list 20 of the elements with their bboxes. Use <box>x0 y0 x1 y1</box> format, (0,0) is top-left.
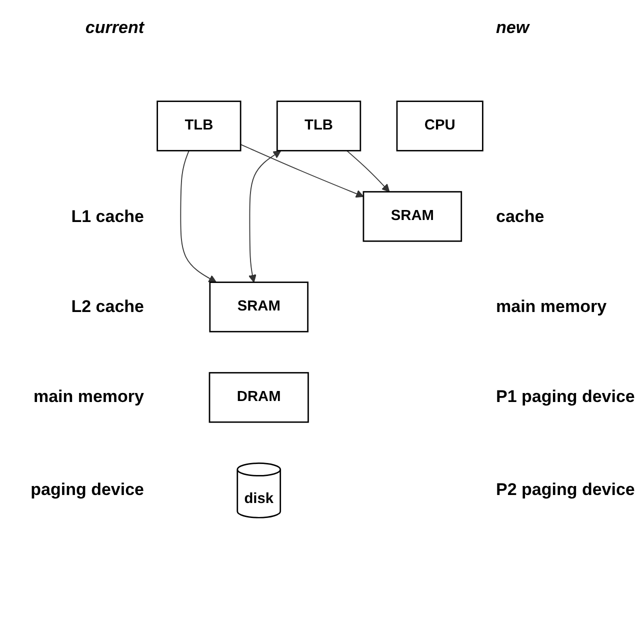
node-box: SRAM <box>209 282 308 332</box>
level-label: main memory <box>33 387 144 408</box>
node-box: SRAM <box>362 191 462 242</box>
level-label: paging device <box>30 480 144 500</box>
column-heading: new <box>496 18 530 38</box>
level-label: P1 paging device <box>496 387 635 408</box>
arrow <box>346 150 390 192</box>
level-label: main memory <box>496 296 607 317</box>
level-label: L1 cache <box>71 206 144 226</box>
node-box: TLB <box>156 100 242 152</box>
node-box: CPU <box>396 100 484 152</box>
arrow <box>248 150 282 283</box>
node-box: TLB <box>276 100 362 152</box>
arrow <box>240 144 364 198</box>
node-box: DRAM <box>208 372 309 423</box>
level-label: L2 cache <box>71 296 144 317</box>
column-heading: current <box>85 18 144 38</box>
arrow <box>180 150 217 283</box>
level-label: cache <box>496 206 544 226</box>
level-label: P2 paging device <box>496 480 635 500</box>
